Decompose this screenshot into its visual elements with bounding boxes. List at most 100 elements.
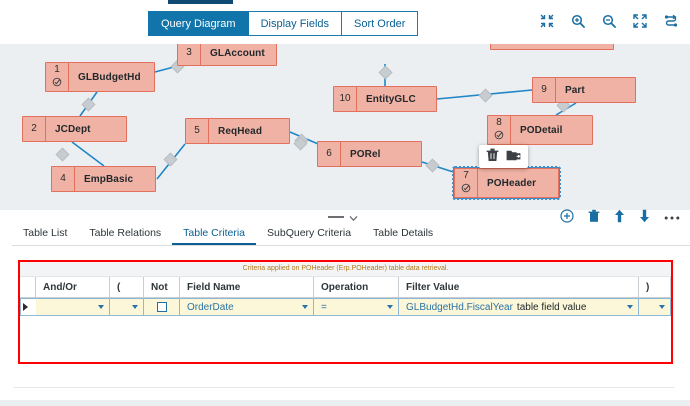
row-indicator [20,298,36,316]
table-node-porel[interactable]: 6 PORel [317,141,422,167]
node-number-col: 9 [533,78,556,102]
filter-value-reference: GLBudgetHd.FiscalYear [406,301,513,313]
node-number: 6 [326,147,332,159]
col-and-or: And/Or [36,277,110,297]
node-context-toolbar [479,145,528,168]
node-number-col: 4 [52,167,75,191]
auto-arrange-icon[interactable] [664,14,678,28]
cell-open-paren[interactable] [110,298,144,316]
tab-table-details[interactable]: Table Details [373,227,434,239]
tab-table-list[interactable]: Table List [23,227,68,239]
chevron-down-icon[interactable] [659,305,665,309]
query-diagram-canvas[interactable]: 1 GLBudgetHd 3 GLAccount 2 JCDept 4 EmpB… [0,44,690,210]
col-open-paren: ( [110,277,144,297]
tab-table-relations[interactable]: Table Relations [89,227,162,239]
tab-bar-divider [12,245,690,246]
criteria-grid: And/Or ( Not Field Name Operation Filter… [20,277,671,316]
zoom-out-icon[interactable] [602,14,616,28]
node-number: 7 [463,170,469,181]
table-node-empbasic[interactable]: 4 EmpBasic [51,166,156,192]
table-node-glaccount[interactable]: 3 GLAccount [177,44,277,66]
node-label: POHeader [487,177,537,189]
panel-splitter[interactable] [0,210,690,224]
tab-sort-order[interactable]: Sort Order [342,11,419,36]
chevron-down-icon[interactable] [627,305,633,309]
criteria-row[interactable]: OrderDate = GLBudgetHd.FiscalYear table … [20,298,671,316]
table-node-poheader[interactable]: 7 POHeader [452,166,561,200]
node-label: PODetail [520,124,563,136]
chevron-down-icon[interactable] [349,213,358,225]
tab-table-criteria[interactable]: Table Criteria [172,224,257,245]
node-label: EntityGLC [366,93,416,105]
node-number-col: 1 [46,63,69,91]
col-field-name: Field Name [180,277,314,297]
current-row-arrow-icon [23,303,28,311]
col-filter-value: Filter Value [399,277,639,297]
node-label: PORel [350,148,381,160]
add-row-icon[interactable] [560,209,574,226]
table-node-part[interactable]: 9 Part [532,77,636,103]
diagram-toolbar: Query Diagram Display Fields Sort Order [0,4,690,44]
bottom-tab-bar: Table List Table Relations Table Criteri… [0,209,690,246]
relationship-links [55,59,577,180]
splitter-handle[interactable] [328,216,344,218]
node-label: ReqHead [218,125,263,137]
table-criteria-panel: Criteria applied on POHeader (Erp.POHead… [18,260,673,364]
table-node-glbudgethd[interactable]: 1 GLBudgetHd [45,62,155,92]
cell-close-paren[interactable] [639,298,671,316]
cell-and-or[interactable] [36,298,110,316]
node-number: 9 [541,83,547,95]
fit-to-screen-icon[interactable] [633,14,647,28]
active-page-tab-indicator [168,0,233,4]
collapse-all-icon[interactable] [540,14,554,28]
filter-value-kind: table field value [516,301,587,313]
delete-row-icon[interactable] [588,209,600,226]
tab-query-diagram[interactable]: Query Diagram [148,11,249,36]
move-up-icon[interactable] [614,209,625,226]
node-number: 2 [31,122,37,134]
table-node-entityglc[interactable]: 10 EntityGLC [333,86,437,112]
table-node-partial[interactable] [490,44,614,50]
criteria-check-icon [461,183,471,197]
criteria-note: Criteria applied on POHeader (Erp.POHead… [20,262,671,277]
move-to-icon[interactable] [506,149,521,165]
node-number-col: 10 [334,87,357,111]
zoom-in-icon[interactable] [571,14,585,28]
node-number-col: 5 [186,119,209,143]
tab-subquery-criteria[interactable]: SubQuery Criteria [267,227,352,239]
chevron-down-icon[interactable] [132,305,138,309]
table-node-jcdept[interactable]: 2 JCDept [22,116,127,142]
cell-not[interactable] [144,298,180,316]
diagram-toolbar-icons [540,14,678,28]
table-node-reqhead[interactable]: 5 ReqHead [185,118,290,144]
operation-value: = [321,301,327,313]
not-checkbox[interactable] [156,302,167,312]
col-close-paren: ) [639,277,671,297]
table-node-podetail[interactable]: 8 PODetail [487,115,593,145]
criteria-check-icon [52,77,62,91]
col-not: Not [144,277,180,297]
chevron-down-icon[interactable] [98,305,104,309]
criteria-actions [560,209,680,226]
cell-operation[interactable]: = [314,298,399,316]
node-number: 4 [60,172,66,184]
tab-display-fields[interactable]: Display Fields [248,11,343,36]
delete-icon[interactable] [486,148,499,165]
cell-filter-value[interactable]: GLBudgetHd.FiscalYear table field value [399,298,639,316]
node-number: 1 [54,64,60,75]
node-label: EmpBasic [84,173,134,185]
view-mode-segmented-control: Query Diagram Display Fields Sort Order [148,11,419,36]
move-down-icon[interactable] [639,209,650,226]
node-number: 10 [339,92,351,104]
chevron-down-icon[interactable] [387,305,393,309]
node-number-col: 2 [23,117,46,141]
more-options-icon[interactable] [664,212,680,224]
criteria-grid-header: And/Or ( Not Field Name Operation Filter… [20,277,671,298]
node-number: 3 [186,46,192,58]
node-number: 8 [496,117,502,128]
node-number-col: 6 [318,142,341,166]
chevron-down-icon[interactable] [302,305,308,309]
cell-field-name[interactable]: OrderDate [180,298,314,316]
col-operation: Operation [314,277,399,297]
